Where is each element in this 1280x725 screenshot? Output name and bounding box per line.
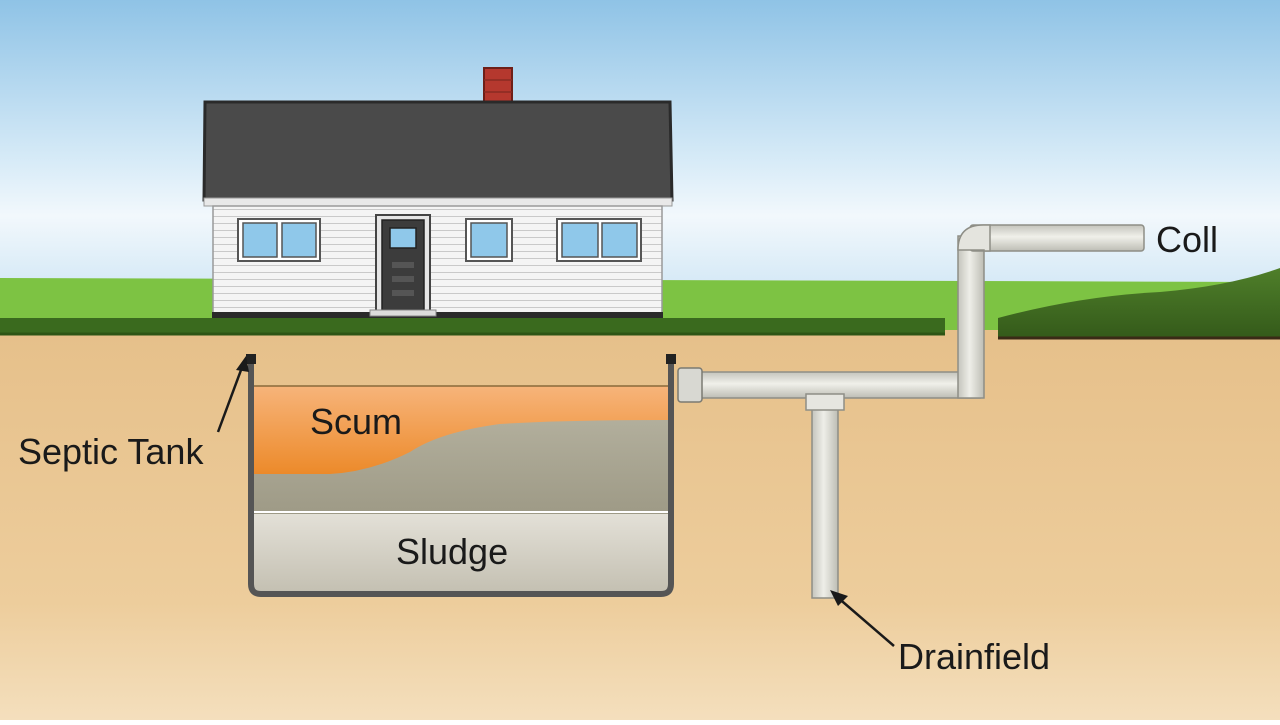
sludge-label: Sludge [396,531,509,572]
house-base [212,312,663,318]
drainfield-arrow [835,595,895,647]
pipe-coupling [677,367,703,403]
roof [202,100,674,202]
pipe-horizontal-upper [969,224,1145,252]
outlet-pipe [677,224,1145,599]
tank-wall [248,354,674,597]
septic-tank-arrow [216,361,246,433]
tank-outlet-cap [666,354,676,364]
tank-sludge-layer [252,512,670,592]
collection-label: Coll [1156,219,1219,260]
window-middle [465,218,513,262]
tank-scum-layer [252,386,670,474]
septic-tank-label: Septic Tank [18,431,204,472]
ground-line [0,318,945,334]
drain-tee [805,393,845,411]
tank-inlet-cap [246,354,256,364]
scum-label: Scum [310,401,403,442]
house [202,67,674,318]
hill [998,268,1280,338]
front-door [369,214,437,317]
window-right [556,218,642,262]
drainfield-label: Drainfield [898,636,1051,677]
pipe-riser [957,235,985,399]
roof-fascia [203,197,673,207]
pipe-elbow [957,224,991,252]
leader-lines [216,356,895,647]
septic-tank [246,354,676,597]
drain-pipe-vertical [811,395,839,599]
window-left [237,218,321,262]
